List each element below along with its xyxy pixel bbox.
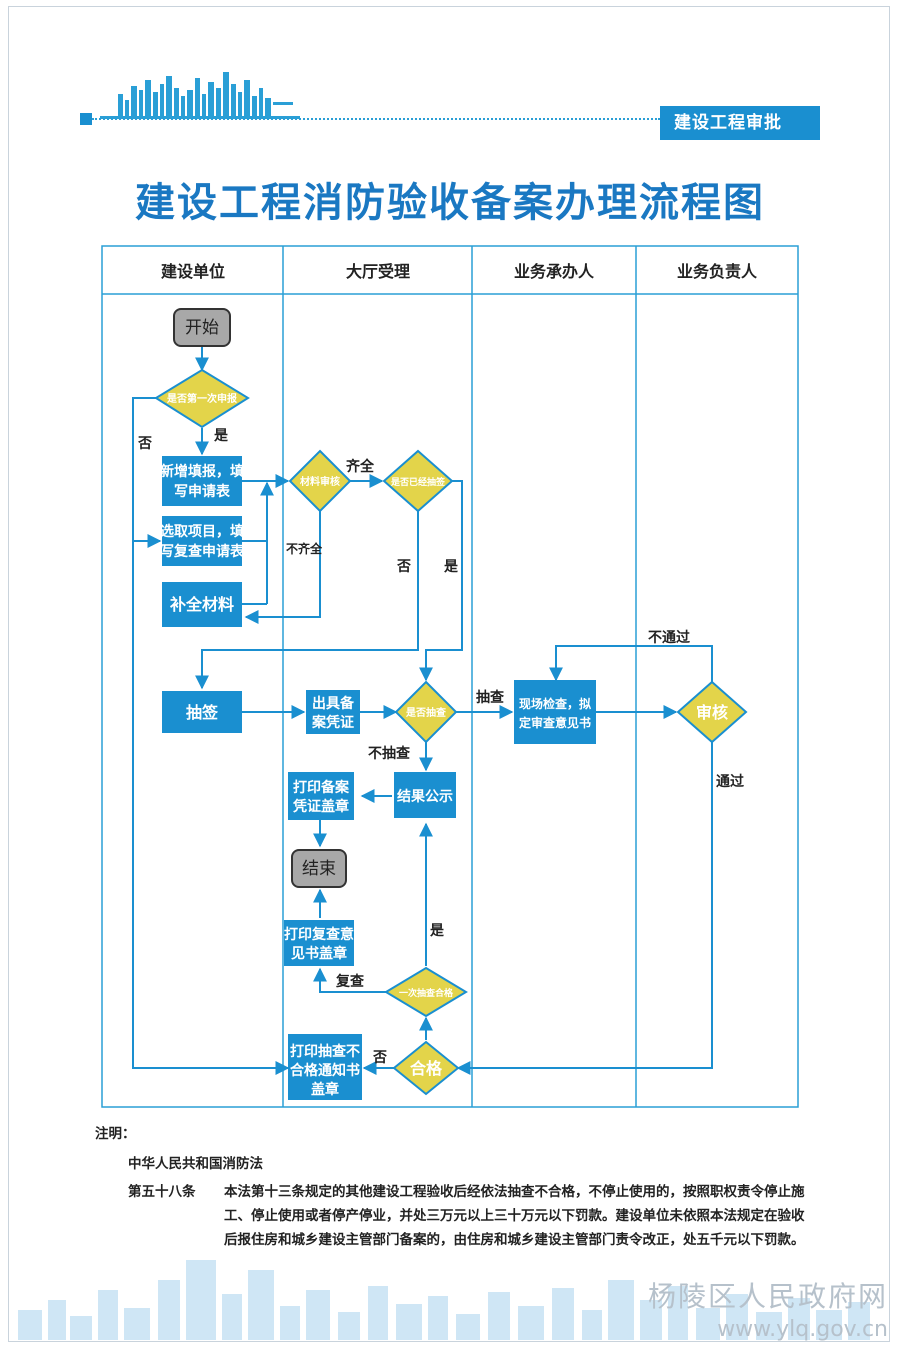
node-site-inspection-line1: 现场检查，拟 [519,696,591,711]
node-audit-decision: 审核 [676,680,748,744]
header-square [80,113,92,125]
edge-label-not-sampled: 不抽查 [368,745,411,762]
lane-header-supervisor: 业务负责人 [677,262,758,281]
page-title: 建设工程消防验收备案办理流程图 [135,180,765,226]
edge-label-not-passed: 不通过 [648,629,690,646]
node-pass-decision: 合格 [392,1040,460,1096]
lane-header-construction-unit: 建设单位 [161,262,225,281]
node-review-label: 材料审核 [300,475,340,488]
node-publish: 结果公示 [394,772,456,818]
notes-article-number: 第五十八条 [128,1184,196,1200]
node-publish-label: 结果公示 [397,788,453,805]
section-tag: 建设工程审批 [660,106,820,140]
node-check-decision: 是否抽查 [394,680,458,744]
node-one-pass-decision: 一次抽查合格 [384,966,468,1018]
node-certificate-line1: 出具备 [312,695,355,712]
node-draw-label: 抽签 [186,703,219,722]
node-supplement: 补全材料 [162,582,242,627]
edge-label-yes-sampled: 是 [444,559,459,575]
edge-label-no-sampled: 否 [396,559,411,575]
edge-label-yes-one-pass: 是 [430,923,445,939]
node-print-certificate: 打印备案 凭证盖章 [288,772,354,820]
header-dotted-line [92,118,660,120]
node-print-fail-line2: 合格通知书 [290,1062,360,1079]
edge-label-no-pass: 否 [372,1050,387,1066]
node-certificate: 出具备 案凭证 [306,690,360,734]
node-print-certificate-line1: 打印备案 [293,779,350,796]
node-print-certificate-line2: 凭证盖章 [292,798,349,815]
notes-article: 第五十八条 本法第十三条规定的其他建设工程验收后经依法抽查不合格，不停止使用的，… [128,1180,815,1252]
node-site-inspection-line2: 定审查意见书 [519,715,591,730]
node-check-label: 是否抽查 [405,706,447,719]
node-start: 开始 [173,308,231,347]
node-site-inspection: 现场检查，拟 定审查意见书 [514,680,596,744]
node-audit-label: 审核 [696,703,728,722]
notes-section: 注明： 中华人民共和国消防法 第五十八条 本法第十三条规定的其他建设工程验收后经… [95,1122,815,1252]
flow-connectors [132,347,713,1075]
edge-label-yes-first: 是 [214,428,229,444]
node-pass-label: 合格 [410,1059,443,1078]
edge-label-incomplete: 不齐全 [286,541,323,556]
node-is-sampled-label: 是否已经抽签 [390,476,446,488]
watermark-url: www.ylq.gov.cn [717,1317,888,1342]
skyline-bottom-decoration [18,1260,870,1340]
node-review-decision: 材料审核 [288,449,352,513]
node-print-review-line2: 见书盖章 [291,945,347,962]
node-supplement-label: 补全材料 [169,595,234,614]
notes-article-text: 本法第十三条规定的其他建设工程验收后经依法抽查不合格，不停止使用的，按照职权责令… [224,1184,805,1248]
node-draw: 抽签 [162,691,242,733]
edge-label-complete: 齐全 [346,458,375,475]
node-select-project-line1: 选取项目，填 [160,523,244,540]
notes-law-title: 中华人民共和国消防法 [128,1156,263,1172]
node-new-apply-line2: 写申请表 [174,483,231,500]
skyline-top-decoration [100,72,300,119]
node-print-fail-line3: 盖章 [311,1081,339,1098]
lane-header-handler: 业务承办人 [514,262,595,281]
swimlane-frame [101,245,799,1108]
edge-label-sampled: 抽查 [476,689,505,706]
node-select-project: 选取项目，填 写复查申请表 [160,516,245,566]
node-certificate-line2: 案凭证 [311,714,354,731]
node-print-fail-notice: 打印抽查不 合格通知书 盖章 [288,1034,362,1100]
node-end: 结束 [291,849,347,888]
node-print-fail-line1: 打印抽查不 [290,1043,360,1060]
node-first-apply-decision: 是否第一次申报 [154,368,250,429]
node-is-sampled-decision: 是否已经抽签 [382,449,454,513]
watermark-site-name: 杨陵区人民政府网 [647,1280,888,1313]
node-select-project-line2: 写复查申请表 [160,543,245,560]
flowchart: 建设单位 大厅受理 业务承办人 业务负责人 开始 [101,245,799,1108]
lane-header-hall-acceptance: 大厅受理 [346,262,410,281]
edge-label-recheck: 复查 [335,973,365,990]
node-new-apply: 新增填报，填 写申请表 [160,456,244,506]
page-border [8,6,890,1342]
node-new-apply-line1: 新增填报，填 [160,463,244,480]
notes-heading: 注明： [95,1126,136,1142]
node-start-label: 开始 [185,318,219,338]
node-print-review-opinion: 打印复查意 见书盖章 [284,920,354,966]
node-end-label: 结束 [302,859,336,879]
edge-label-no-first: 否 [137,436,152,452]
edge-label-passed: 通过 [716,773,744,790]
node-one-pass-label: 一次抽查合格 [399,987,454,999]
watermark: 杨陵区人民政府网 www.ylq.gov.cn [648,1275,888,1342]
node-print-review-line1: 打印复查意 [284,926,354,943]
node-first-apply-label: 是否第一次申报 [166,392,237,405]
